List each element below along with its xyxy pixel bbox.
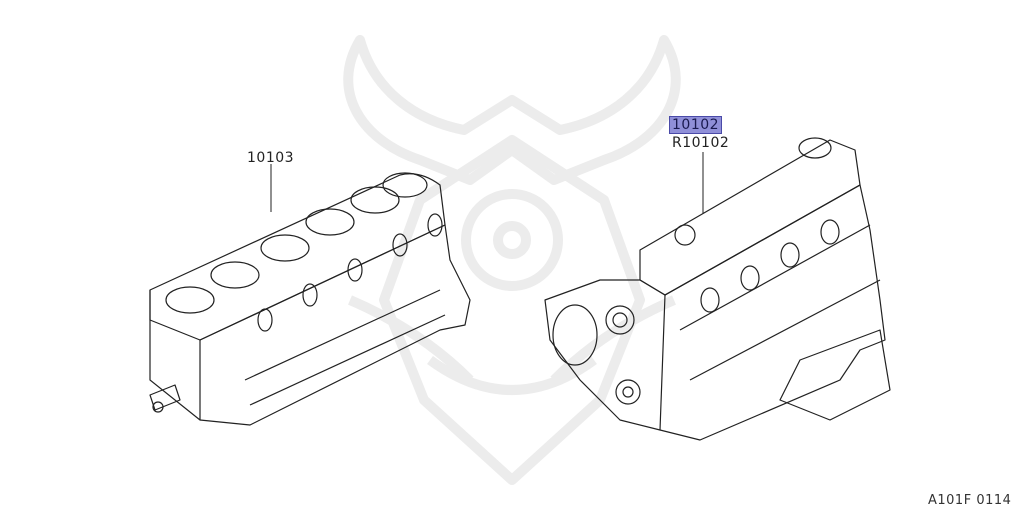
figure-code: A101F 0114 [928, 493, 1012, 508]
callout-r10102[interactable]: R10102 [672, 135, 730, 151]
callout-10103[interactable]: 10103 [247, 150, 295, 166]
callout-10102[interactable]: 10102 [669, 116, 723, 134]
